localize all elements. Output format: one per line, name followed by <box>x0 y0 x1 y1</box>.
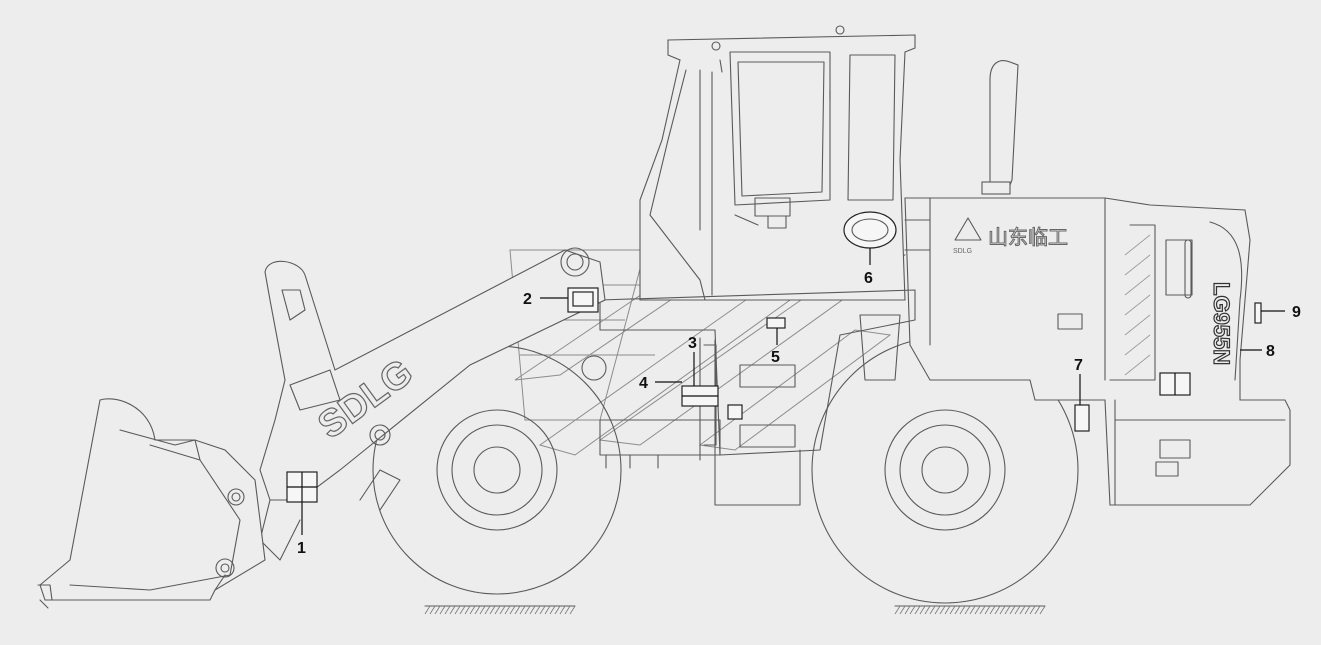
hatch-mark <box>914 605 921 615</box>
hatch-mark <box>569 605 576 615</box>
decal-5-label <box>766 317 786 329</box>
hatch-mark <box>494 605 501 615</box>
callout-6: 6 <box>864 270 873 287</box>
hatch-mark <box>959 605 966 615</box>
hatch-mark <box>469 605 476 615</box>
decal-6-oval-badge <box>843 211 897 249</box>
hatch-mark <box>549 605 556 615</box>
hatch-mark <box>1014 605 1021 615</box>
boom-arm <box>259 247 606 561</box>
hatch-mark <box>999 605 1006 615</box>
hatch-mark <box>1024 605 1031 615</box>
decal-1-safety-warning <box>286 471 318 503</box>
hatch-mark <box>509 605 516 615</box>
hatch-mark <box>439 605 446 615</box>
decal-7-label <box>1074 404 1090 432</box>
decal-2-instruction <box>567 287 599 313</box>
hatch-mark <box>974 605 981 615</box>
side-brand-logo: SDLG 山东临工 <box>953 217 1069 255</box>
hatch-mark <box>989 605 996 615</box>
hatch-mark <box>904 605 911 615</box>
hatch-mark <box>929 605 936 615</box>
hatch-mark <box>534 605 541 615</box>
hatch-mark <box>944 605 951 615</box>
hatch-mark <box>969 605 976 615</box>
hatch-mark <box>949 605 956 615</box>
hatch-mark <box>909 605 916 615</box>
hatch-mark <box>979 605 986 615</box>
chassis-frame <box>581 289 916 506</box>
hatch-mark <box>479 605 486 615</box>
hatch-mark <box>484 605 491 615</box>
bucket <box>37 398 266 609</box>
decal-step-warning <box>727 404 743 420</box>
ground-hatching <box>424 605 1046 615</box>
hatch-mark <box>519 605 526 615</box>
hatch-mark <box>919 605 926 615</box>
callout-2: 2 <box>523 291 532 308</box>
hatch-mark <box>1009 605 1016 615</box>
hatch-mark <box>994 605 1001 615</box>
hatch-mark <box>964 605 971 615</box>
side-brand-logo-text: SDLG <box>953 248 972 255</box>
hatch-mark <box>504 605 511 615</box>
hatch-mark <box>1029 605 1036 615</box>
hatch-mark <box>1039 605 1046 615</box>
callout-3: 3 <box>688 335 697 352</box>
hatch-mark <box>559 605 566 615</box>
hatch-mark <box>539 605 546 615</box>
decal-9-label <box>1254 302 1262 324</box>
hatch-mark <box>499 605 506 615</box>
side-brand-text: 山东临工 <box>988 225 1068 249</box>
hatch-mark <box>554 605 561 615</box>
hatch-mark <box>1004 605 1011 615</box>
hatch-mark <box>939 605 946 615</box>
callout-8: 8 <box>1266 343 1275 360</box>
callout-5: 5 <box>771 349 780 366</box>
hatch-mark <box>894 605 901 615</box>
hatch-mark <box>934 605 941 615</box>
exhaust-pipe <box>981 60 1019 195</box>
operator-cab <box>639 25 931 301</box>
hatch-mark <box>1019 605 1026 615</box>
hatch-mark <box>514 605 521 615</box>
hatch-mark <box>429 605 436 615</box>
hatch-mark <box>434 605 441 615</box>
hatch-mark <box>449 605 456 615</box>
model-designation: LG955N <box>1209 282 1234 365</box>
callout-4: 4 <box>639 375 648 392</box>
engine-hood <box>904 197 1291 506</box>
decal-hood-warnings <box>1159 372 1191 396</box>
hatch-mark <box>464 605 471 615</box>
hatch-mark <box>489 605 496 615</box>
callout-9: 9 <box>1292 304 1301 321</box>
hatch-mark <box>1034 605 1041 615</box>
hatch-mark <box>899 605 906 615</box>
hatch-mark <box>524 605 531 615</box>
hatch-mark <box>459 605 466 615</box>
hatch-mark <box>544 605 551 615</box>
decal-3-4-plate <box>681 385 719 407</box>
callout-7: 7 <box>1074 357 1083 374</box>
hatch-mark <box>529 605 536 615</box>
hatch-mark <box>954 605 961 615</box>
leader-lines <box>301 248 1285 535</box>
hatch-mark <box>474 605 481 615</box>
hatch-mark <box>984 605 991 615</box>
callout-1: 1 <box>297 540 306 557</box>
hatch-mark <box>424 605 431 615</box>
hatch-mark <box>454 605 461 615</box>
hatch-mark <box>924 605 931 615</box>
hatch-mark <box>444 605 451 615</box>
hatch-mark <box>564 605 571 615</box>
